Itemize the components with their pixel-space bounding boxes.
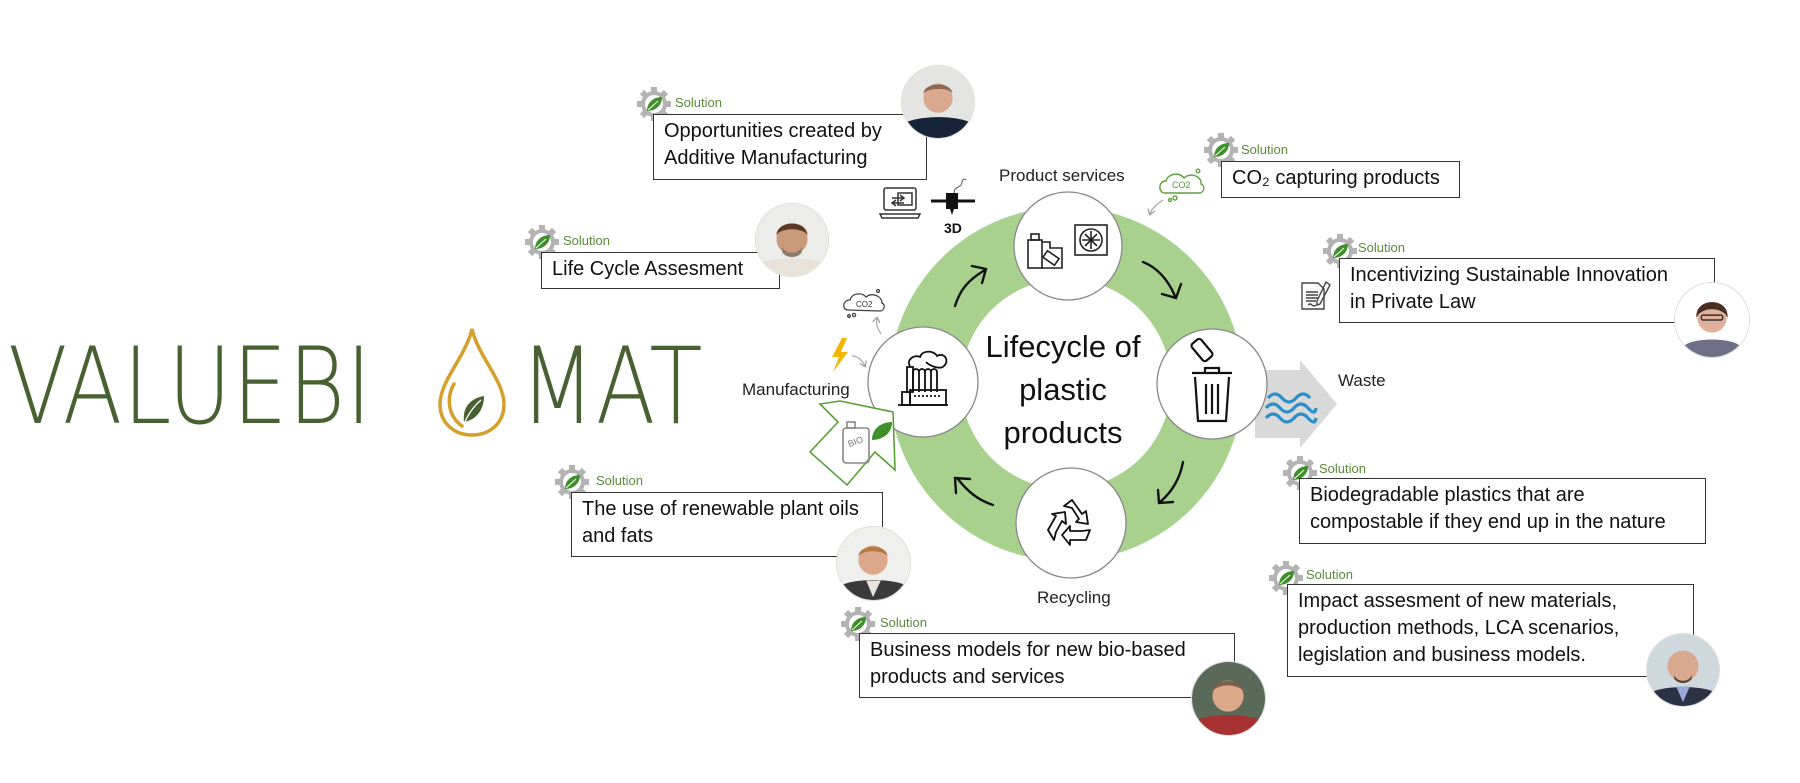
stage-circle-recycling[interactable]: [1015, 467, 1127, 579]
stage-label-waste: Waste: [1338, 371, 1386, 390]
cycle-arrows: [953, 260, 1185, 507]
gear-leaf-icon: [525, 225, 559, 259]
logo-text-left: VALUEBI: [8, 325, 373, 448]
oil-drop-leaf-icon: [438, 328, 506, 437]
solution-text: Life Cycle Assesment: [541, 252, 780, 289]
emission-arrow: [877, 318, 882, 335]
solution-text: Business models for new bio-based produc…: [859, 633, 1235, 698]
arrow-to-recycling: [1156, 460, 1185, 505]
solution-tag: Solution: [675, 95, 722, 110]
svg-text:CO2: CO2: [1172, 180, 1191, 190]
factory-icon: [898, 350, 948, 406]
laptop-icon: [878, 187, 922, 219]
capture-arrow: [1150, 199, 1164, 214]
co2-cloud-icon: CO2: [843, 288, 885, 318]
stage-label-manufacturing: Manufacturing: [742, 380, 850, 399]
person-photo: [1674, 282, 1750, 358]
solution-text: Impact assesment of new materials, produ…: [1287, 584, 1694, 677]
solution-text: The use of renewable plant oils and fats: [571, 492, 883, 557]
products-icon: [1027, 224, 1108, 269]
solution-tag: Solution: [1306, 567, 1353, 582]
solution-tag: Solution: [880, 615, 927, 630]
solution-tag: Solution: [1319, 461, 1366, 476]
center-disc: [961, 279, 1171, 489]
arrow-to-waste: [1141, 260, 1183, 300]
solution-tag: Solution: [1241, 142, 1288, 157]
logo-text-right: MAT: [520, 325, 704, 448]
leaf-icon: [872, 422, 892, 440]
center-title-line-1: Lifecycle of: [985, 329, 1141, 364]
person-photo: [1646, 633, 1720, 707]
person-photo: [1191, 661, 1266, 736]
person-photo: [836, 526, 911, 601]
solution-text: Opportunities created by Additive Manufa…: [653, 114, 927, 180]
gear-leaf-icon: [1323, 234, 1357, 268]
svg-text:CO2: CO2: [856, 300, 873, 309]
arrow-to-manufacturing: [953, 476, 995, 507]
stage-circle-waste[interactable]: [1156, 328, 1268, 440]
co2-capture-cloud-icon: CO2: [1159, 168, 1205, 203]
water-waves-icon: [1264, 392, 1318, 424]
person-photo: [901, 65, 975, 139]
stage-circle-manufacturing[interactable]: [867, 326, 979, 438]
valuebiomat-logo: VALUEBI MAT: [8, 325, 728, 448]
person-photo: [755, 203, 829, 277]
energy-arrow: [851, 355, 865, 366]
stage-label-product-services: Product services: [999, 166, 1125, 185]
stage-circle-product-services[interactable]: [1013, 191, 1123, 301]
center-title: Lifecycle of plastic products: [963, 325, 1163, 454]
solution-tag: Solution: [1358, 240, 1405, 255]
recycle-icon: [1047, 499, 1091, 546]
waste-arrow: [1255, 360, 1337, 448]
solution-text: Incentivizing Sustainable Innovation in …: [1339, 258, 1715, 323]
bio-label: BIO: [847, 434, 865, 449]
lightning-icon: [832, 338, 848, 372]
gear-leaf-icon: [841, 607, 875, 641]
bio-input-arrow: BIO: [808, 400, 896, 487]
bio-canister-icon: [842, 421, 870, 464]
gear-leaf-icon: [637, 87, 671, 121]
center-title-line-3: products: [1003, 415, 1123, 450]
trash-bin-icon: [1190, 337, 1232, 423]
stage-label-recycling: Recycling: [1037, 588, 1111, 607]
3d-printer-icon: 3D: [931, 178, 975, 236]
solution-tag: Solution: [596, 473, 643, 488]
solution-tag: Solution: [563, 233, 610, 248]
gear-leaf-icon: [555, 465, 589, 499]
solution-text: Biodegradable plastics that are composta…: [1299, 478, 1706, 544]
svg-text:3D: 3D: [944, 220, 962, 236]
legal-document-icon: [1301, 280, 1331, 310]
center-title-line-2: plastic: [1019, 372, 1107, 407]
gear-leaf-icon: [1204, 133, 1238, 167]
solution-text: CO₂ capturing products: [1221, 161, 1460, 198]
arrow-to-product-services: [953, 264, 988, 308]
